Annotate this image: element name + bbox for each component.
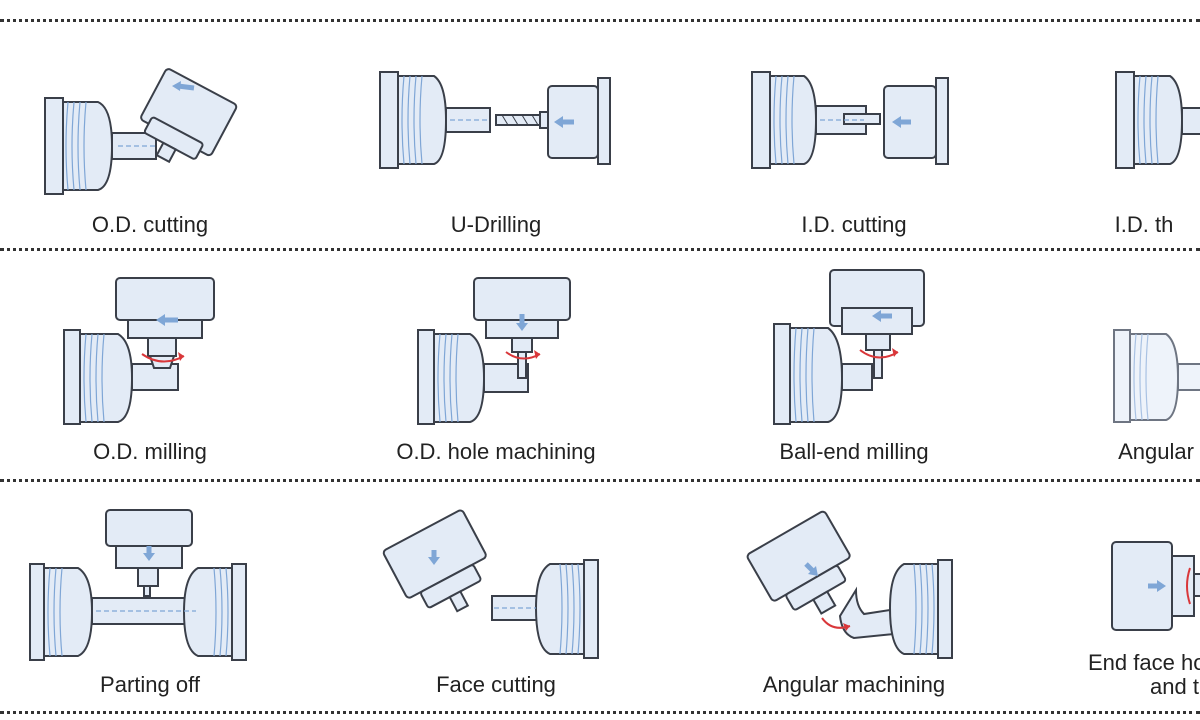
operation-id-cutting: I.D. cutting xyxy=(704,38,1004,237)
operation-angular-machining: Angular machining xyxy=(704,498,1004,697)
angular-illustration xyxy=(1113,329,1200,423)
ball-end-milling-illustration xyxy=(773,269,925,425)
id-cutting-label: I.D. cutting xyxy=(801,212,907,237)
od-cutting-label: O.D. cutting xyxy=(91,212,209,237)
operation-od-hole-machining: O.D. hole machining xyxy=(346,268,646,464)
od-hole-machining-label: O.D. hole machining xyxy=(396,439,596,464)
id-threading-illustration xyxy=(1115,71,1200,169)
separator-row2-row3 xyxy=(0,479,1200,482)
od-milling-label: O.D. milling xyxy=(93,439,207,464)
id-threading-label: I.D. th xyxy=(1114,212,1174,237)
operation-od-cutting: O.D. cutting xyxy=(0,38,300,237)
operation-id-threading: I.D. th xyxy=(1060,38,1200,237)
operation-end-face-hole: End face ho and t xyxy=(1060,498,1200,699)
operation-od-milling: O.D. milling xyxy=(0,268,300,464)
angular-machining-illustration xyxy=(746,510,953,659)
operation-u-drilling: U-Drilling xyxy=(346,38,646,237)
od-cutting-illustration xyxy=(44,68,238,195)
face-cutting-label: Face cutting xyxy=(436,672,556,697)
end-face-hole-label-line1: End face ho xyxy=(1088,650,1200,675)
id-cutting-illustration xyxy=(751,71,949,169)
parting-off-label: Parting off xyxy=(100,672,200,697)
end-face-hole-illustration xyxy=(1111,541,1200,631)
u-drilling-illustration xyxy=(379,71,611,169)
operation-angular: Angular xyxy=(1060,268,1200,464)
operation-ball-end-milling: Ball-end milling xyxy=(704,268,1004,464)
od-hole-machining-illustration xyxy=(417,277,571,425)
separator-row1-row2 xyxy=(0,248,1200,251)
ball-end-milling-label: Ball-end milling xyxy=(779,439,929,464)
u-drilling-label: U-Drilling xyxy=(450,212,542,237)
end-face-hole-label-line2: and t xyxy=(1150,674,1199,699)
separator-bottom xyxy=(0,711,1200,714)
angular-label: Angular xyxy=(1118,439,1194,464)
angular-machining-label: Angular machining xyxy=(762,672,946,697)
od-milling-illustration xyxy=(63,277,215,425)
parting-off-illustration xyxy=(29,509,247,661)
separator-top xyxy=(0,19,1200,22)
operation-face-cutting: Face cutting xyxy=(346,498,646,697)
operation-parting-off: Parting off xyxy=(0,498,300,697)
face-cutting-illustration xyxy=(382,509,599,659)
